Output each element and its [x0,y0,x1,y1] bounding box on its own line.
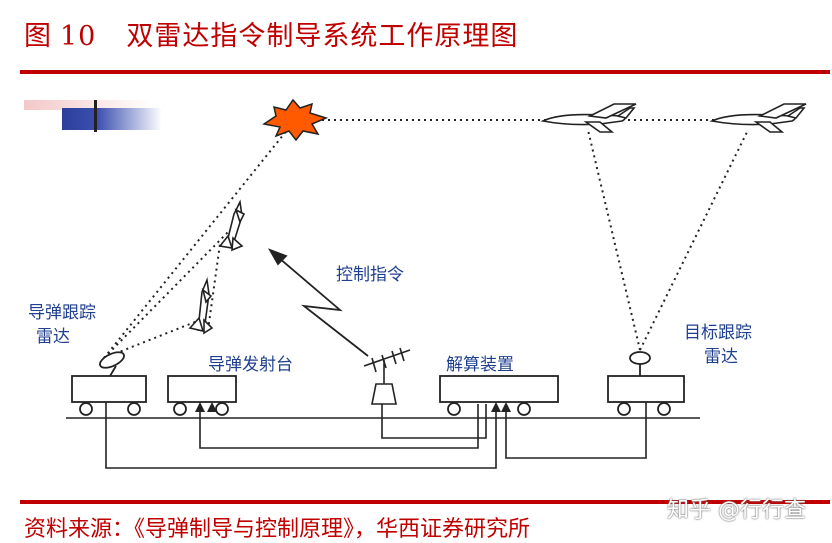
missile-radar-to-missile1-line [103,229,231,359]
explosion-icon [262,98,329,142]
missile-radar-label-line2: 雷达 [36,327,70,347]
target-aircraft-2-icon [709,103,807,133]
watermark-text: 知乎 @行行查 [667,498,806,523]
antenna-wire [381,404,487,439]
target-radar-label-line1: 目标跟踪 [684,323,752,343]
target-radar-to-target1-line [587,129,641,351]
missile-1-icon [218,199,246,252]
launcher-wire [199,404,479,449]
target-aircraft-1-icon [540,103,637,133]
command-link-icon [267,248,369,357]
missile-radar-label-line1: 导弹跟踪 [28,303,96,323]
missile-2-icon [188,277,214,335]
sight-lines [103,119,749,359]
figure-number: 10 [60,21,97,52]
figure-label: 图 [24,21,52,52]
solver-vehicle [439,375,559,416]
target-radar-label-line2: 雷达 [704,347,738,367]
source-text: 资料来源：《导弹制导与控制原理》，华西证券研究所 [24,517,531,542]
missile-radar-wire [105,402,497,469]
target-radar-wire [505,402,647,459]
wire-arrows [195,402,511,412]
missile-launcher-vehicle [167,375,237,416]
missile-trajectory-line [207,243,221,331]
solver-label: 解算装置 [446,355,514,375]
title-rule [20,70,830,74]
missile-radar-to-explosion-line [103,123,293,359]
wiring [105,402,647,469]
target-tracking-radar-vehicle [607,351,685,416]
command-antenna-icon [363,347,411,405]
corner-decoration [24,100,162,132]
missile-tracking-radar-vehicle [71,351,147,416]
command-label: 控制指令 [336,265,404,285]
target-radar-to-target2-line [639,129,749,351]
figure-title: 图 10 双雷达指令制导系统工作原理图 [24,14,518,53]
figure-title-text: 双雷达指令制导系统工作原理图 [126,21,519,52]
launcher-label: 导弹发射台 [208,355,293,375]
source-rule [20,500,830,504]
